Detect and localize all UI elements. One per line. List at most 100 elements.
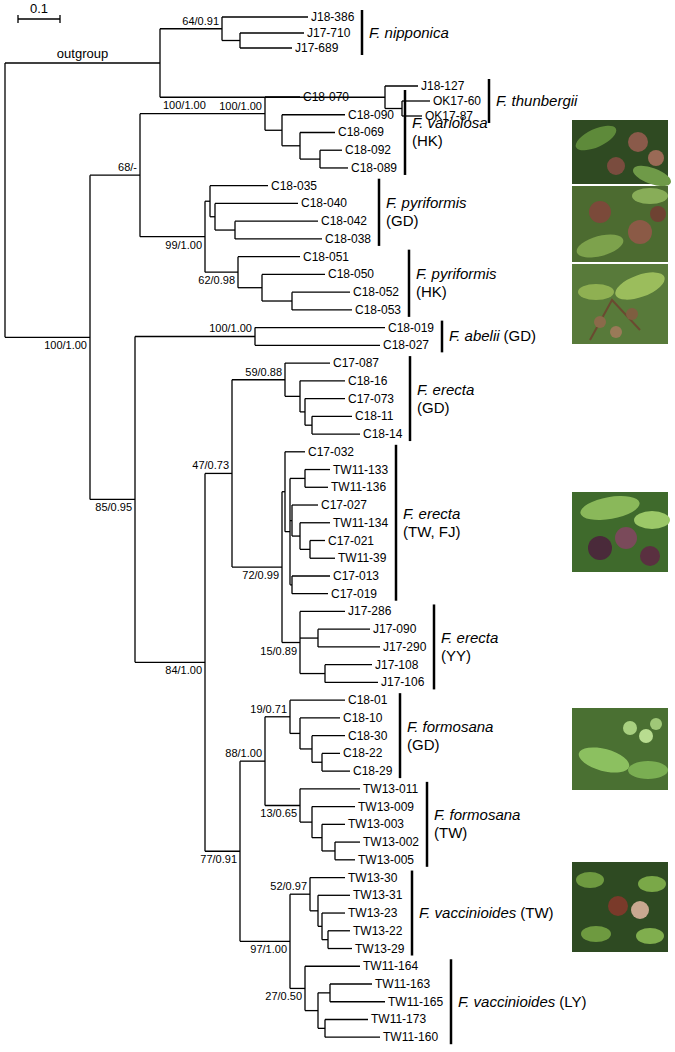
tree-branch xyxy=(300,380,345,381)
support-value: 84/1.00 xyxy=(165,664,202,677)
taxon-label: J18-386 xyxy=(311,10,354,24)
taxon-label: J17-108 xyxy=(375,658,418,672)
tree-branch xyxy=(325,682,378,683)
tree-branch xyxy=(90,499,135,500)
taxon-label: C18-053 xyxy=(355,303,401,317)
tree-branch xyxy=(325,1037,380,1038)
support-value: 77/0.91 xyxy=(200,853,237,866)
support-value: 27/0.50 xyxy=(265,990,302,1003)
tree-branch xyxy=(292,504,318,505)
taxon-label: TW11-173 xyxy=(371,1012,426,1026)
taxon-label: J17-286 xyxy=(348,604,391,618)
tree-branch xyxy=(310,910,318,911)
taxon-label: J18-127 xyxy=(421,79,464,93)
fig-photo xyxy=(572,120,674,190)
region-label: (TW, FJ) xyxy=(403,523,460,541)
photo-ground xyxy=(572,862,668,952)
tree-branch xyxy=(285,362,330,363)
fig-fruit xyxy=(607,157,625,175)
clade-bar xyxy=(409,356,412,441)
tree-branch xyxy=(300,673,325,674)
tree-branch xyxy=(262,274,325,275)
clade-bar xyxy=(426,782,429,867)
tree-branch xyxy=(282,642,300,643)
tree-branch xyxy=(238,256,300,257)
tree-branch xyxy=(135,336,255,337)
photo-ground xyxy=(572,186,668,262)
fig-photo xyxy=(572,708,668,790)
taxon-label: J17-689 xyxy=(295,41,338,55)
species-label: F. formosana xyxy=(434,806,520,824)
tree-branch xyxy=(160,28,222,29)
taxon-label: C18-30 xyxy=(348,729,387,743)
support-value: 100/1.00 xyxy=(163,99,206,112)
taxon-label: TW13-30 xyxy=(348,871,397,885)
tree-branch xyxy=(322,912,345,913)
tree-branch xyxy=(4,63,5,337)
leaf-shape xyxy=(628,761,668,779)
taxon-label: C18-29 xyxy=(353,764,392,778)
support-value: 100/1.00 xyxy=(219,100,262,113)
photo-ground xyxy=(572,708,668,790)
taxon-label: TW11-160 xyxy=(383,1030,438,1044)
taxon-label: TW13-22 xyxy=(353,924,402,938)
tree-branch xyxy=(310,877,345,878)
clade-bar xyxy=(450,959,453,1044)
region-label: (YY) xyxy=(441,647,471,665)
tree-branch xyxy=(135,662,205,663)
species-label: F. variolosa xyxy=(412,114,488,132)
support-value: 88/1.00 xyxy=(225,747,262,760)
tree-branch xyxy=(215,203,298,204)
tree-branch xyxy=(320,150,342,151)
tree-branch xyxy=(305,469,330,470)
taxon-label: TW13-009 xyxy=(358,800,414,814)
support-value: 100/1.00 xyxy=(209,322,252,335)
tree-branch xyxy=(305,1010,318,1011)
branch-group xyxy=(5,10,489,1044)
tree-branch xyxy=(322,753,340,754)
leaf-shape xyxy=(578,284,614,300)
tree-branch xyxy=(305,425,312,426)
tree-branch xyxy=(240,47,292,48)
fig-fruit xyxy=(589,201,611,223)
fig-fruit xyxy=(615,527,637,549)
tree-branch xyxy=(140,113,265,114)
taxon-label: TW11-163 xyxy=(375,977,430,991)
fig-fruit xyxy=(623,721,637,735)
tree-branch xyxy=(290,700,345,701)
species-label: F. vaccinioides xyxy=(419,904,516,922)
leaf-shape xyxy=(579,492,642,524)
taxon-label: C17-019 xyxy=(331,587,377,601)
taxon-label: C18-16 xyxy=(348,374,387,388)
support-value: 64/0.91 xyxy=(182,15,219,28)
tree-branch xyxy=(210,185,268,186)
leaf-shape xyxy=(634,511,670,529)
fig-fruit xyxy=(608,896,628,916)
taxon-label: TW13-002 xyxy=(363,835,419,849)
fig-fruit xyxy=(639,729,653,743)
region-label: (GD) xyxy=(504,327,537,345)
clade-bar xyxy=(408,250,411,317)
tree-branch xyxy=(222,40,240,41)
clade-bar xyxy=(411,871,414,956)
fig-fruit xyxy=(640,546,660,566)
tree-branch xyxy=(290,478,305,479)
tree-branch xyxy=(325,664,372,665)
taxon-label: C18-035 xyxy=(271,179,317,193)
support-value: 72/0.99 xyxy=(242,569,279,582)
leaf-shape xyxy=(638,876,666,892)
species-label: F. vaccinioides xyxy=(458,993,555,1011)
species-label: F. thunbergii xyxy=(496,92,577,110)
tree-branch xyxy=(238,287,262,288)
tree-branch xyxy=(312,837,322,838)
tree-branch xyxy=(232,566,282,567)
tree-branch xyxy=(210,216,215,217)
tree-branch xyxy=(290,520,292,521)
scale-bar xyxy=(18,15,60,23)
fig-fruit xyxy=(610,326,622,338)
tree-branch xyxy=(265,130,282,131)
clade-bar xyxy=(433,604,436,689)
leaf-shape xyxy=(581,926,611,942)
tree-branch xyxy=(318,895,350,896)
